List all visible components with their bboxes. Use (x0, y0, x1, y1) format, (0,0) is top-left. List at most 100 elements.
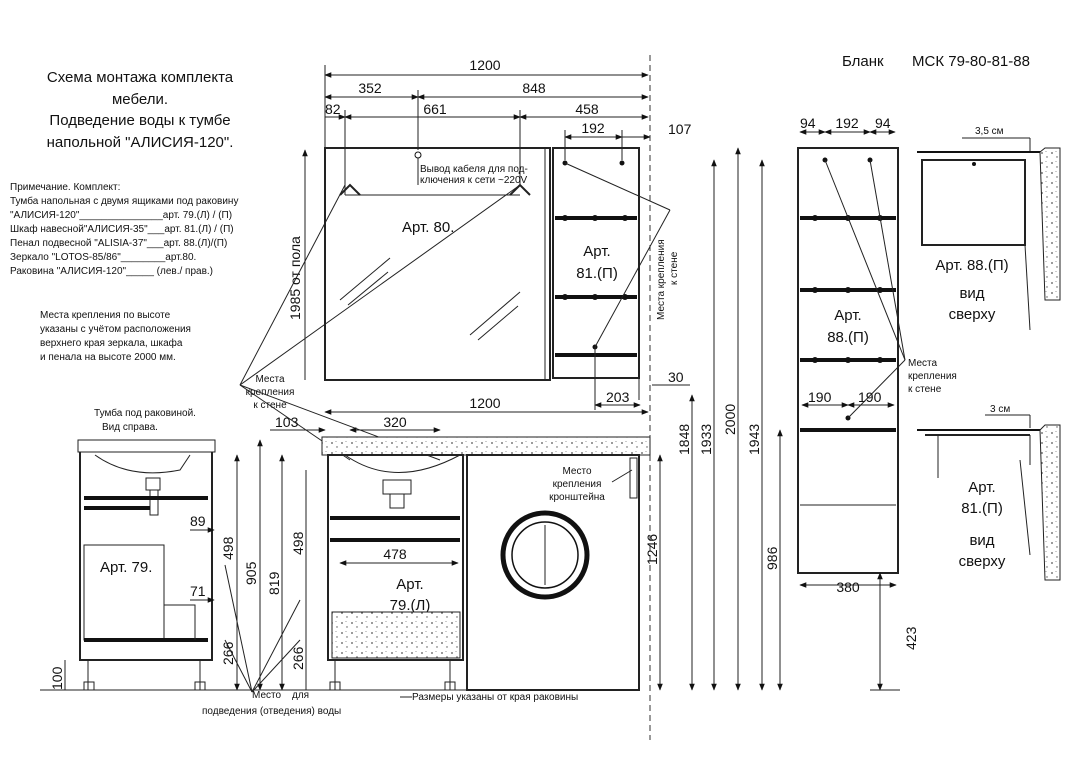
svg-text:подведения (отведения) воды: подведения (отведения) воды (202, 706, 341, 717)
svg-text:1246: 1246 (644, 534, 660, 565)
front-top-dims: 1200 352 848 82 661 458 192 107 (324, 57, 692, 185)
svg-text:Места крепления: Места крепления (656, 239, 667, 320)
svg-text:190: 190 (808, 389, 832, 405)
svg-text:79.(Л): 79.(Л) (390, 597, 431, 614)
svg-text:кронштейна: кронштейна (549, 492, 605, 503)
svg-text:Пенал подвесной "ALISIA-37"___: Пенал подвесной "ALISIA-37"___арт. 88.(Л… (10, 238, 227, 249)
svg-text:1943: 1943 (746, 424, 762, 455)
svg-text:458: 458 (575, 101, 599, 117)
svg-text:для: для (292, 690, 309, 701)
svg-text:Вывод кабеля для под-: Вывод кабеля для под- (420, 163, 528, 175)
notes-block: Примечание. Комплект: Тумба напольная с … (10, 182, 238, 277)
svg-text:478: 478 (383, 546, 407, 562)
svg-text:203: 203 (606, 389, 630, 405)
svg-text:986: 986 (764, 546, 780, 570)
mirror-art80: Вывод кабеля для под- ключения к сети ~2… (324, 147, 551, 381)
svg-text:Арт.: Арт. (968, 479, 995, 496)
svg-text:Тумба напольная с двумя ящикам: Тумба напольная с двумя ящиками под рако… (10, 195, 238, 207)
svg-text:"АЛИСИЯ-120"_______________арт: "АЛИСИЯ-120"_______________арт. 79.(Л) /… (10, 210, 232, 221)
svg-text:Раковина "АЛИСИЯ-120"_____ (: Раковина "АЛИСИЯ-120"_____ (лев./ прав.) (10, 266, 213, 277)
svg-text:ключения к сети ~220V: ключения к сети ~220V (420, 175, 528, 186)
diagram-title: Схема монтажа комплекта мебели. Подведен… (47, 69, 234, 151)
svg-text:Подведение воды к тумбе: Подведение воды к тумбе (49, 112, 230, 129)
svg-text:94: 94 (875, 115, 891, 131)
svg-text:мебели.: мебели. (112, 91, 168, 108)
svg-text:905: 905 (243, 561, 259, 585)
svg-text:крепления: крепления (246, 387, 295, 398)
size-note: Размеры указаны от края раковины (412, 692, 578, 703)
svg-text:Примечание. Комплект:: Примечание. Комплект: (10, 182, 120, 193)
svg-text:88.(П): 88.(П) (827, 329, 869, 346)
svg-text:107: 107 (668, 121, 692, 137)
svg-text:100: 100 (49, 666, 65, 690)
svg-text:Места: Места (255, 374, 284, 385)
svg-text:крепления: крепления (908, 371, 957, 382)
svg-text:Зеркало "LOTOS-85/86"________а: Зеркало "LOTOS-85/86"________арт.80. (10, 252, 196, 263)
svg-text:крепления: крепления (553, 479, 602, 490)
svg-text:848: 848 (522, 80, 546, 96)
svg-text:Место: Место (562, 466, 591, 477)
svg-text:81.(П): 81.(П) (576, 265, 618, 282)
svg-text:2000: 2000 (722, 404, 738, 435)
svg-text:Арт.: Арт. (583, 243, 610, 260)
svg-text:к стене: к стене (908, 384, 942, 395)
svg-text:1200: 1200 (469, 57, 500, 73)
svg-text:192: 192 (835, 115, 859, 131)
svg-text:указаны с учётом расположения: указаны с учётом расположения (40, 324, 191, 335)
svg-text:320: 320 (383, 414, 407, 430)
svg-text:1933: 1933 (698, 424, 714, 455)
svg-text:сверху: сверху (949, 306, 996, 323)
blank-code: МСК 79-80-81-88 (912, 53, 1030, 70)
mount-height-note: Места крепления по высоте указаны с учёт… (40, 310, 191, 363)
svg-text:498: 498 (220, 536, 236, 560)
svg-text:192: 192 (581, 120, 605, 136)
mirror-label: Арт. 80. (402, 219, 454, 236)
svg-text:380: 380 (836, 579, 860, 595)
svg-text:Места: Места (908, 358, 937, 369)
blank-label: Бланк (842, 53, 884, 70)
svg-text:верхнего края зеркала, шкафа: верхнего края зеркала, шкафа (40, 337, 183, 349)
top-view-art81: 3 см Арт. 81.(П) вид сверху (917, 404, 1061, 581)
svg-text:1848: 1848 (676, 424, 692, 455)
svg-text:266: 266 (220, 641, 236, 665)
svg-text:266: 266 (290, 646, 306, 670)
svg-text:3,5 см: 3,5 см (975, 126, 1004, 137)
mount-wall-note: Места крепления к стене (239, 184, 521, 461)
svg-text:190: 190 (858, 389, 882, 405)
svg-text:Арт.: Арт. (396, 576, 423, 593)
svg-text:71: 71 (190, 583, 206, 599)
svg-text:81.(П): 81.(П) (961, 500, 1003, 517)
pencil-case-art88: 94 192 94 Арт. 88.(П) 190 190 380 986 4 (764, 115, 957, 691)
svg-text:3 см: 3 см (990, 404, 1010, 415)
side-view-cabinet: Тумба под раковиной. Вид справа. Арт. 79… (40, 407, 263, 691)
svg-text:и пенала на высоте 2000 мм.: и пенала на высоте 2000 мм. (40, 352, 176, 363)
side-view-label: Арт. 79. (100, 559, 152, 576)
svg-text:498: 498 (290, 531, 306, 555)
svg-text:30: 30 (668, 369, 684, 385)
svg-text:сверху: сверху (959, 553, 1006, 570)
svg-text:Тумба под раковиной.: Тумба под раковиной. (94, 407, 196, 419)
svg-text:89: 89 (190, 513, 206, 529)
svg-text:423: 423 (903, 626, 919, 650)
svg-text:94: 94 (800, 115, 816, 131)
svg-text:вид: вид (969, 532, 994, 549)
svg-text:819: 819 (266, 571, 282, 595)
dim-1985: 1985 от пола (287, 236, 303, 320)
svg-text:Арт. 88.(П): Арт. 88.(П) (935, 257, 1008, 274)
svg-text:352: 352 (358, 80, 382, 96)
svg-text:Вид справа.: Вид справа. (102, 422, 158, 433)
svg-text:Места крепления по высоте: Места крепления по высоте (40, 310, 171, 321)
top-view-art88: 3,5 см Арт. 88.(П) вид сверху (917, 126, 1061, 331)
svg-text:Арт.: Арт. (834, 307, 861, 324)
svg-text:82: 82 (325, 101, 341, 117)
svg-text:Шкаф навесной"АЛИСИЯ-35"___арт: Шкаф навесной"АЛИСИЯ-35"___арт. 81.(Л) /… (10, 223, 234, 235)
svg-text:1200: 1200 (469, 395, 500, 411)
svg-text:к стене: к стене (669, 251, 680, 285)
svg-text:Место: Место (252, 690, 281, 701)
cabinet-art81: Арт. 81.(П) Места крепления к стене 203 … (552, 147, 690, 410)
svg-text:Схема монтажа комплекта: Схема монтажа комплекта (47, 69, 234, 86)
svg-text:вид: вид (959, 285, 984, 302)
water-note: Место для подведения (отведения) воды (202, 564, 341, 717)
